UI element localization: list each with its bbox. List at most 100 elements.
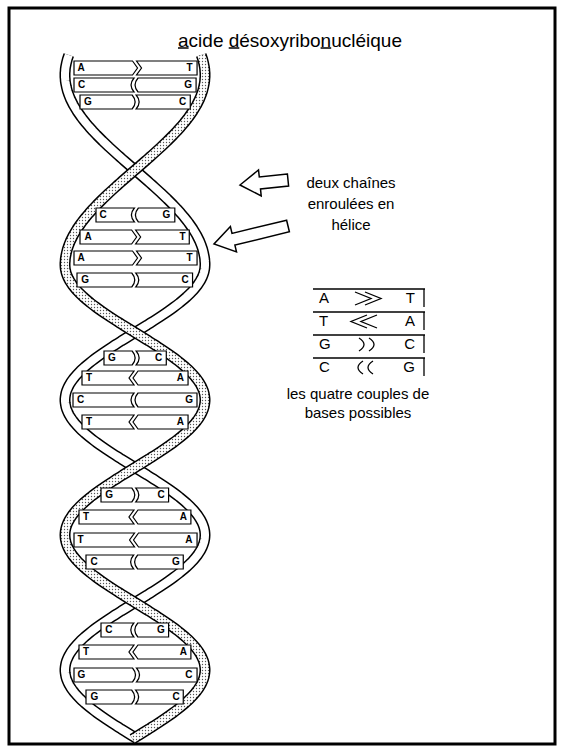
base-pair: GC <box>104 351 166 365</box>
base-letter: C <box>404 334 415 354</box>
base-pair: TA <box>74 533 197 547</box>
base-pair: TA <box>79 510 191 524</box>
base-block <box>133 371 188 385</box>
base-letter: C <box>179 95 186 109</box>
pair-outline <box>423 289 424 307</box>
pair-outline <box>423 312 424 330</box>
base-pair: GC <box>80 95 190 109</box>
base-block <box>136 230 190 244</box>
base-pair: TA <box>82 371 188 385</box>
base-block <box>136 488 169 502</box>
base-letter: C <box>100 208 107 222</box>
base-letter: C <box>105 623 112 637</box>
base-letter: C <box>77 393 84 407</box>
base-letter: G <box>108 351 116 365</box>
base-block <box>135 393 197 407</box>
base-block <box>136 668 197 682</box>
base-block <box>74 61 138 75</box>
base-block <box>133 510 191 524</box>
base-letter: G <box>81 273 89 287</box>
base-letter: G <box>78 668 86 682</box>
base-letter: C <box>181 273 188 287</box>
pointer-arrow <box>214 220 289 252</box>
base-block <box>136 351 166 365</box>
base-pair-shape <box>80 95 190 109</box>
base-pair: CG <box>101 623 169 637</box>
base-letter: A <box>78 251 85 265</box>
base-letter: C <box>90 555 97 569</box>
base-letter: T <box>86 415 92 429</box>
base-block <box>82 415 134 429</box>
base-pair-shape <box>86 690 183 704</box>
base-letter: C <box>78 78 85 92</box>
strand-dotted <box>65 55 205 739</box>
base-pair-shape <box>82 415 188 429</box>
pair-outline <box>359 338 364 351</box>
base-letter: C <box>155 351 162 365</box>
base-letter: A <box>319 288 329 308</box>
base-pair-shape <box>96 208 175 222</box>
base-pair-shape <box>79 645 191 659</box>
pair-outline <box>368 361 373 374</box>
pair-outline <box>351 315 367 328</box>
base-letter: T <box>187 251 193 265</box>
base-letter: A <box>180 645 187 659</box>
base-pair-shape <box>74 251 197 265</box>
base-pair: TA <box>79 645 191 659</box>
pair-outline <box>365 292 381 305</box>
legend-pair: TA <box>313 311 425 331</box>
base-pair: GC <box>101 488 169 502</box>
base-pair: AT <box>74 61 197 75</box>
base-pair: CG <box>73 393 197 407</box>
base-letter: A <box>177 371 184 385</box>
helix-label: deux chaînes enroulées en hélice <box>292 172 410 235</box>
base-letter: C <box>185 668 192 682</box>
base-pair-shape <box>86 555 183 569</box>
base-block <box>101 488 135 502</box>
base-block <box>136 690 184 704</box>
base-letter: G <box>90 690 98 704</box>
base-letter: C <box>319 357 330 377</box>
frame <box>9 8 555 744</box>
base-block <box>135 623 169 637</box>
helix-label-box: deux chaînes enroulées en hélice <box>292 172 410 235</box>
strand-dotted <box>65 55 205 739</box>
base-pair-shape <box>80 230 189 244</box>
base-pair-shape <box>74 78 196 92</box>
base-block <box>80 95 135 109</box>
base-block <box>136 95 190 109</box>
title-box: acide désoxyribonucléique <box>8 30 564 52</box>
base-block <box>136 61 197 75</box>
base-block <box>104 351 135 365</box>
base-pair-shape <box>74 61 197 75</box>
base-block <box>86 555 134 569</box>
base-letter: A <box>180 510 187 524</box>
base-block <box>82 371 134 385</box>
base-block <box>135 555 184 569</box>
base-letter: T <box>319 311 328 331</box>
base-letter: G <box>172 555 180 569</box>
base-block <box>133 533 197 547</box>
base-letter: G <box>403 357 415 377</box>
base-letter: A <box>177 415 184 429</box>
legend-caption-box: les quatre couples de bases possibles <box>272 384 444 422</box>
base-letter: A <box>185 533 192 547</box>
base-pair-shape <box>79 510 191 524</box>
base-pair: AT <box>80 230 189 244</box>
base-block <box>136 251 197 265</box>
base-pair: GC <box>74 668 197 682</box>
base-block <box>136 273 193 287</box>
base-block <box>135 208 174 222</box>
legend-caption: les quatre couples de bases possibles <box>272 384 444 422</box>
base-pair-shape <box>74 668 197 682</box>
base-letter: G <box>184 78 192 92</box>
pointer-arrow <box>240 170 289 196</box>
base-letter: T <box>187 61 193 75</box>
pair-outline <box>423 358 424 376</box>
base-pair: CG <box>86 555 183 569</box>
base-block <box>74 251 138 265</box>
base-block <box>74 78 134 92</box>
legend-pair: AT <box>313 288 425 308</box>
base-block <box>74 668 136 682</box>
base-block <box>79 645 134 659</box>
